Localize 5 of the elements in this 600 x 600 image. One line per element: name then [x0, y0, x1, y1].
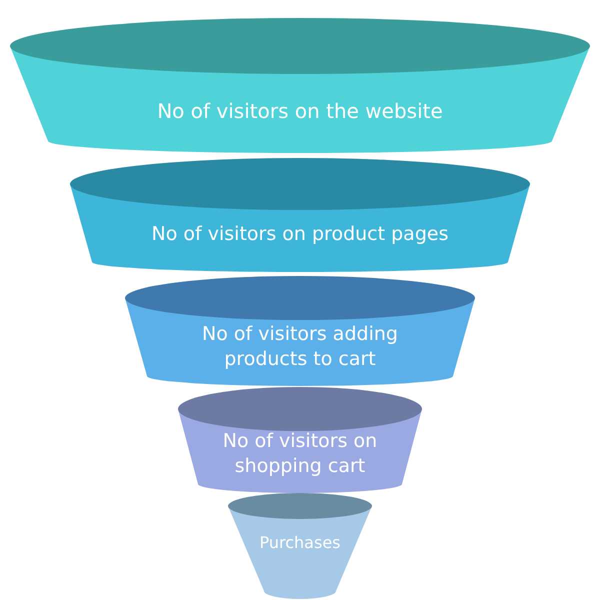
- funnel-label: No of visitors on shopping cart: [222, 429, 378, 478]
- funnel-label: No of visitors adding products to cart: [201, 322, 399, 372]
- funnel-label: No of visitors on the website: [156, 98, 444, 124]
- funnel-label: Purchases: [258, 533, 342, 554]
- funnel-label: No of visitors on product pages: [150, 222, 450, 247]
